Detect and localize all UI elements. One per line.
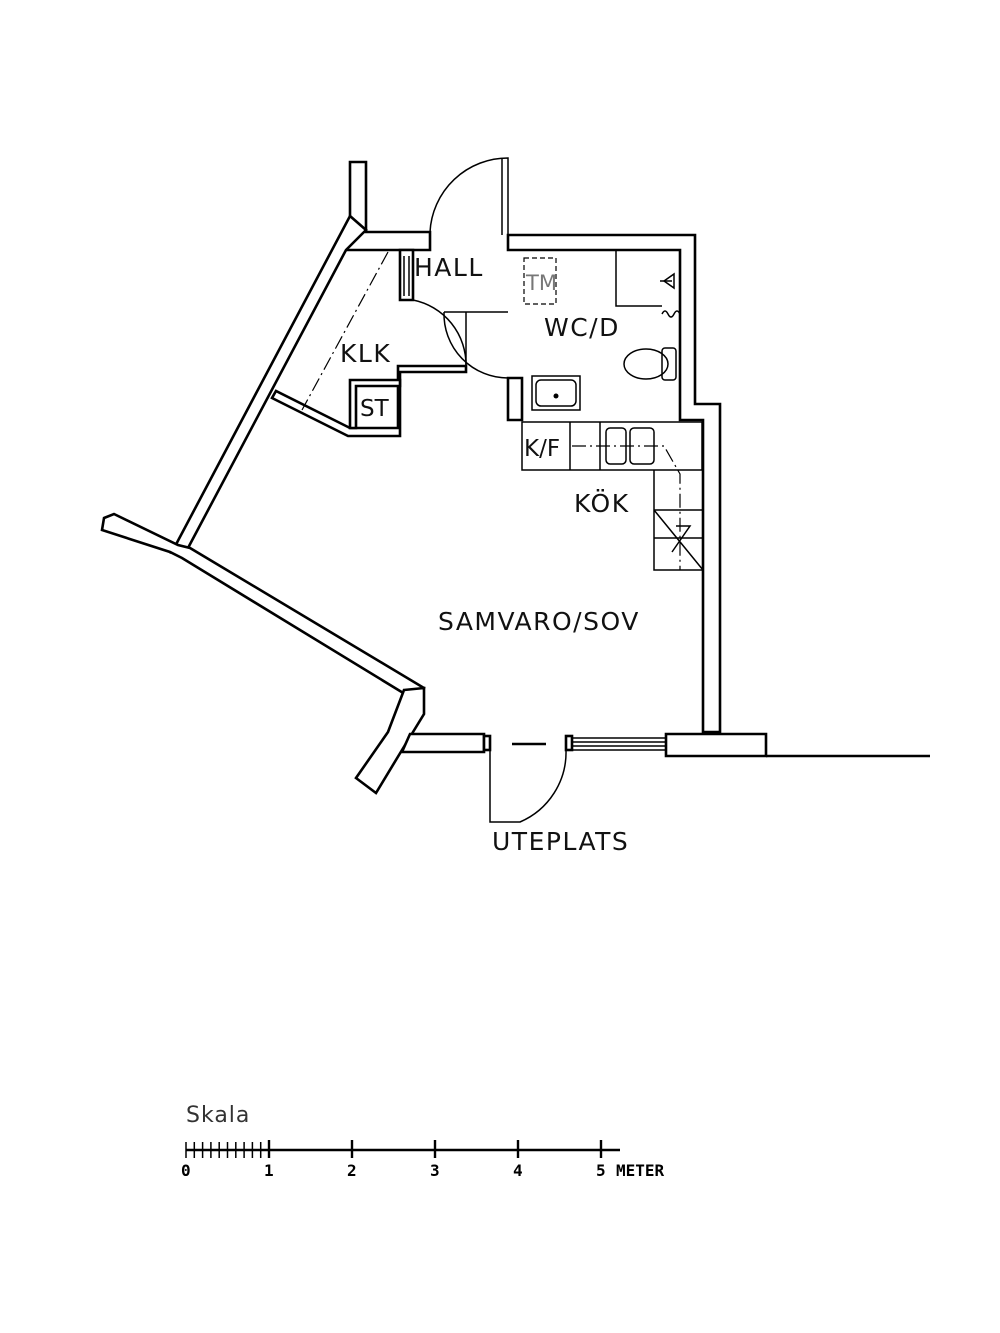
wall-diagonal-left bbox=[169, 213, 368, 554]
label-samvaro: SAMVARO/SOV bbox=[438, 607, 640, 636]
scale-label-2: 2 bbox=[347, 1161, 357, 1180]
klk-shelf-line bbox=[301, 251, 389, 411]
scale-label-1: 1 bbox=[264, 1161, 274, 1180]
sink-icon bbox=[531, 375, 581, 411]
scale-major-ticks bbox=[267, 1140, 603, 1158]
wall-closet bbox=[270, 364, 468, 438]
scale-unit: METER bbox=[616, 1161, 665, 1180]
wall-terrace-angled bbox=[354, 686, 426, 795]
bath-door-swing bbox=[443, 311, 509, 379]
label-klk: KLK bbox=[340, 339, 391, 368]
scale-label-4: 4 bbox=[513, 1161, 523, 1180]
kitchen-counter bbox=[521, 421, 704, 571]
label-wc: WC/D bbox=[544, 313, 620, 342]
scale-minor-ticks bbox=[185, 1142, 262, 1158]
wall-st bbox=[348, 378, 402, 430]
entry-door-swing bbox=[429, 157, 509, 235]
scale-bar: Skala 0 1 2 3 4 5 METER bbox=[181, 1103, 665, 1180]
shower-hose-icon bbox=[661, 272, 681, 318]
scale-label-3: 3 bbox=[430, 1161, 440, 1180]
label-uteplats: UTEPLATS bbox=[492, 827, 629, 856]
scale-label-0: 0 bbox=[181, 1161, 191, 1180]
wall-door-jamb-right bbox=[564, 734, 574, 752]
wall-hall-inner bbox=[398, 248, 415, 302]
fixtures bbox=[301, 250, 704, 571]
wall-bath-left bbox=[506, 376, 524, 422]
toilet-icon bbox=[623, 347, 677, 381]
scale-label-5: 5 bbox=[596, 1161, 606, 1180]
label-kf: K/F bbox=[524, 436, 560, 462]
label-kok: KÖK bbox=[574, 489, 630, 518]
wall-bottom-left bbox=[399, 732, 486, 754]
label-tm: TM bbox=[525, 271, 557, 295]
wall-door-jamb-left bbox=[482, 734, 492, 752]
shower-outline bbox=[615, 250, 662, 307]
walls bbox=[100, 160, 930, 795]
terrace-door-swing bbox=[489, 749, 567, 823]
washing-machine-box bbox=[523, 257, 557, 305]
closet-door-swing bbox=[412, 299, 467, 367]
wall-entry-right bbox=[506, 233, 722, 734]
scale-title: Skala bbox=[186, 1103, 250, 1128]
wall-diagonal-lower bbox=[100, 512, 426, 704]
window bbox=[572, 737, 666, 751]
doors bbox=[403, 157, 567, 823]
wall-bottom-right bbox=[664, 732, 768, 758]
label-hall: HALL bbox=[414, 253, 484, 282]
room-labels: HALL TM WC/D KLK ST K/F KÖK SAMVARO/SOV … bbox=[340, 253, 640, 856]
label-st: ST bbox=[360, 396, 390, 422]
